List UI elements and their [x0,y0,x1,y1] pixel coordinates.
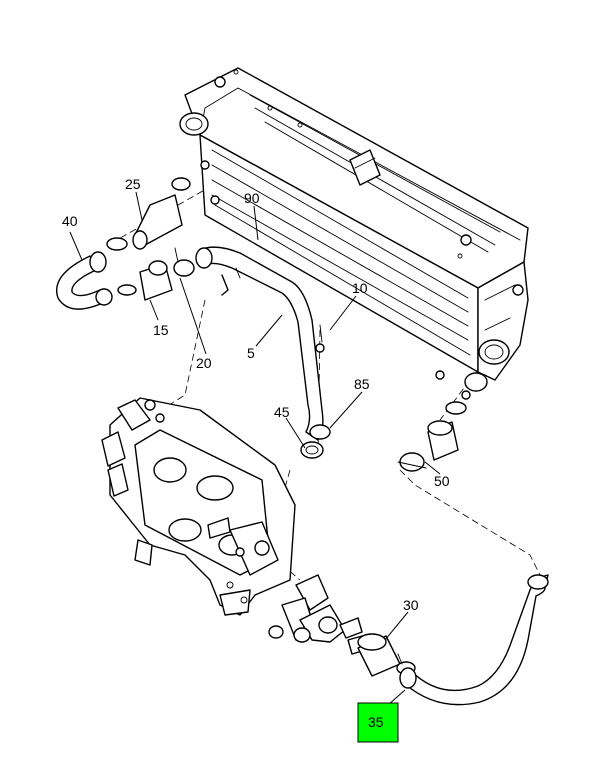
callout-85[interactable]: 85 [354,376,370,392]
callout-45[interactable]: 45 [274,404,290,420]
left-hose-group [56,177,195,310]
right-hose-group [397,401,467,472]
callout-25[interactable]: 25 [125,176,141,192]
callout-15[interactable]: 15 [153,322,169,338]
callouts: 25 40 90 10 15 20 5 85 45 50 30 35 [62,176,450,730]
lower-hose-group [347,574,549,706]
callout-50[interactable]: 50 [434,473,450,489]
engine-housing [101,397,296,616]
charge-air-cooler [179,67,529,400]
callout-35[interactable]: 35 [368,714,384,730]
callout-90[interactable]: 90 [244,190,260,206]
highlight-box[interactable] [357,702,399,743]
lower-fitting-assembly [268,574,363,643]
callout-5[interactable]: 5 [247,345,255,361]
callout-20[interactable]: 20 [196,355,212,371]
callout-40[interactable]: 40 [62,213,78,229]
main-hose-group [195,246,331,459]
callout-10[interactable]: 10 [352,280,368,296]
callout-30[interactable]: 30 [403,597,419,613]
